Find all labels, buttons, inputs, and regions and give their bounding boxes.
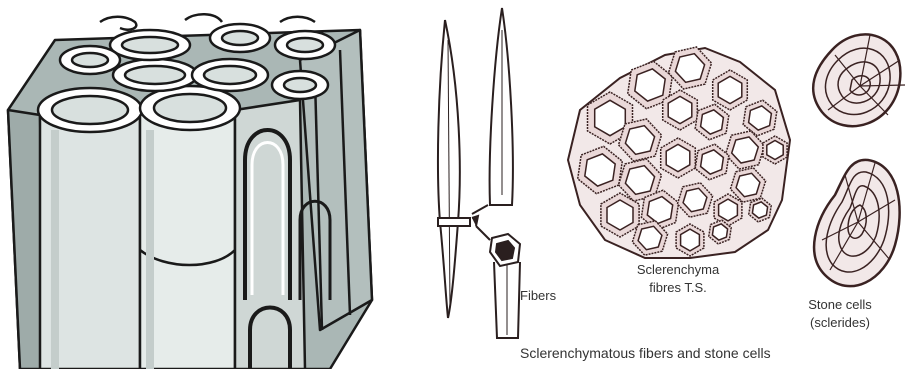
diagram-caption: Sclerenchymatous fibers and stone cells [520,345,771,361]
cell-lumen [719,199,738,221]
cell-lumen [767,141,783,160]
cell-lumen [668,96,692,123]
stone-cell-upper [813,34,905,126]
cell-lumen [607,200,633,230]
label-sclerenchyma-subtitle: fibres T.S. [618,280,738,296]
cell-lumen [752,202,767,218]
fiber-cell-cut [472,8,520,338]
sclerenchyma-cross-section [568,47,790,258]
cell-lumen [666,144,690,171]
label-fibers: Fibers [520,288,556,304]
cell-lumen [718,76,742,103]
cell-lumen [712,224,727,240]
label-stone-cells: Stone cells [790,297,890,313]
cell-lumen [681,229,700,251]
label-sclerides: (sclerides) [790,315,890,331]
fiber-cell-long [438,20,470,318]
stone-cell-lower [814,160,900,286]
label-sclerenchyma-title: Sclerenchyma [618,262,738,278]
sclerenchyma-block-3d [8,14,372,369]
